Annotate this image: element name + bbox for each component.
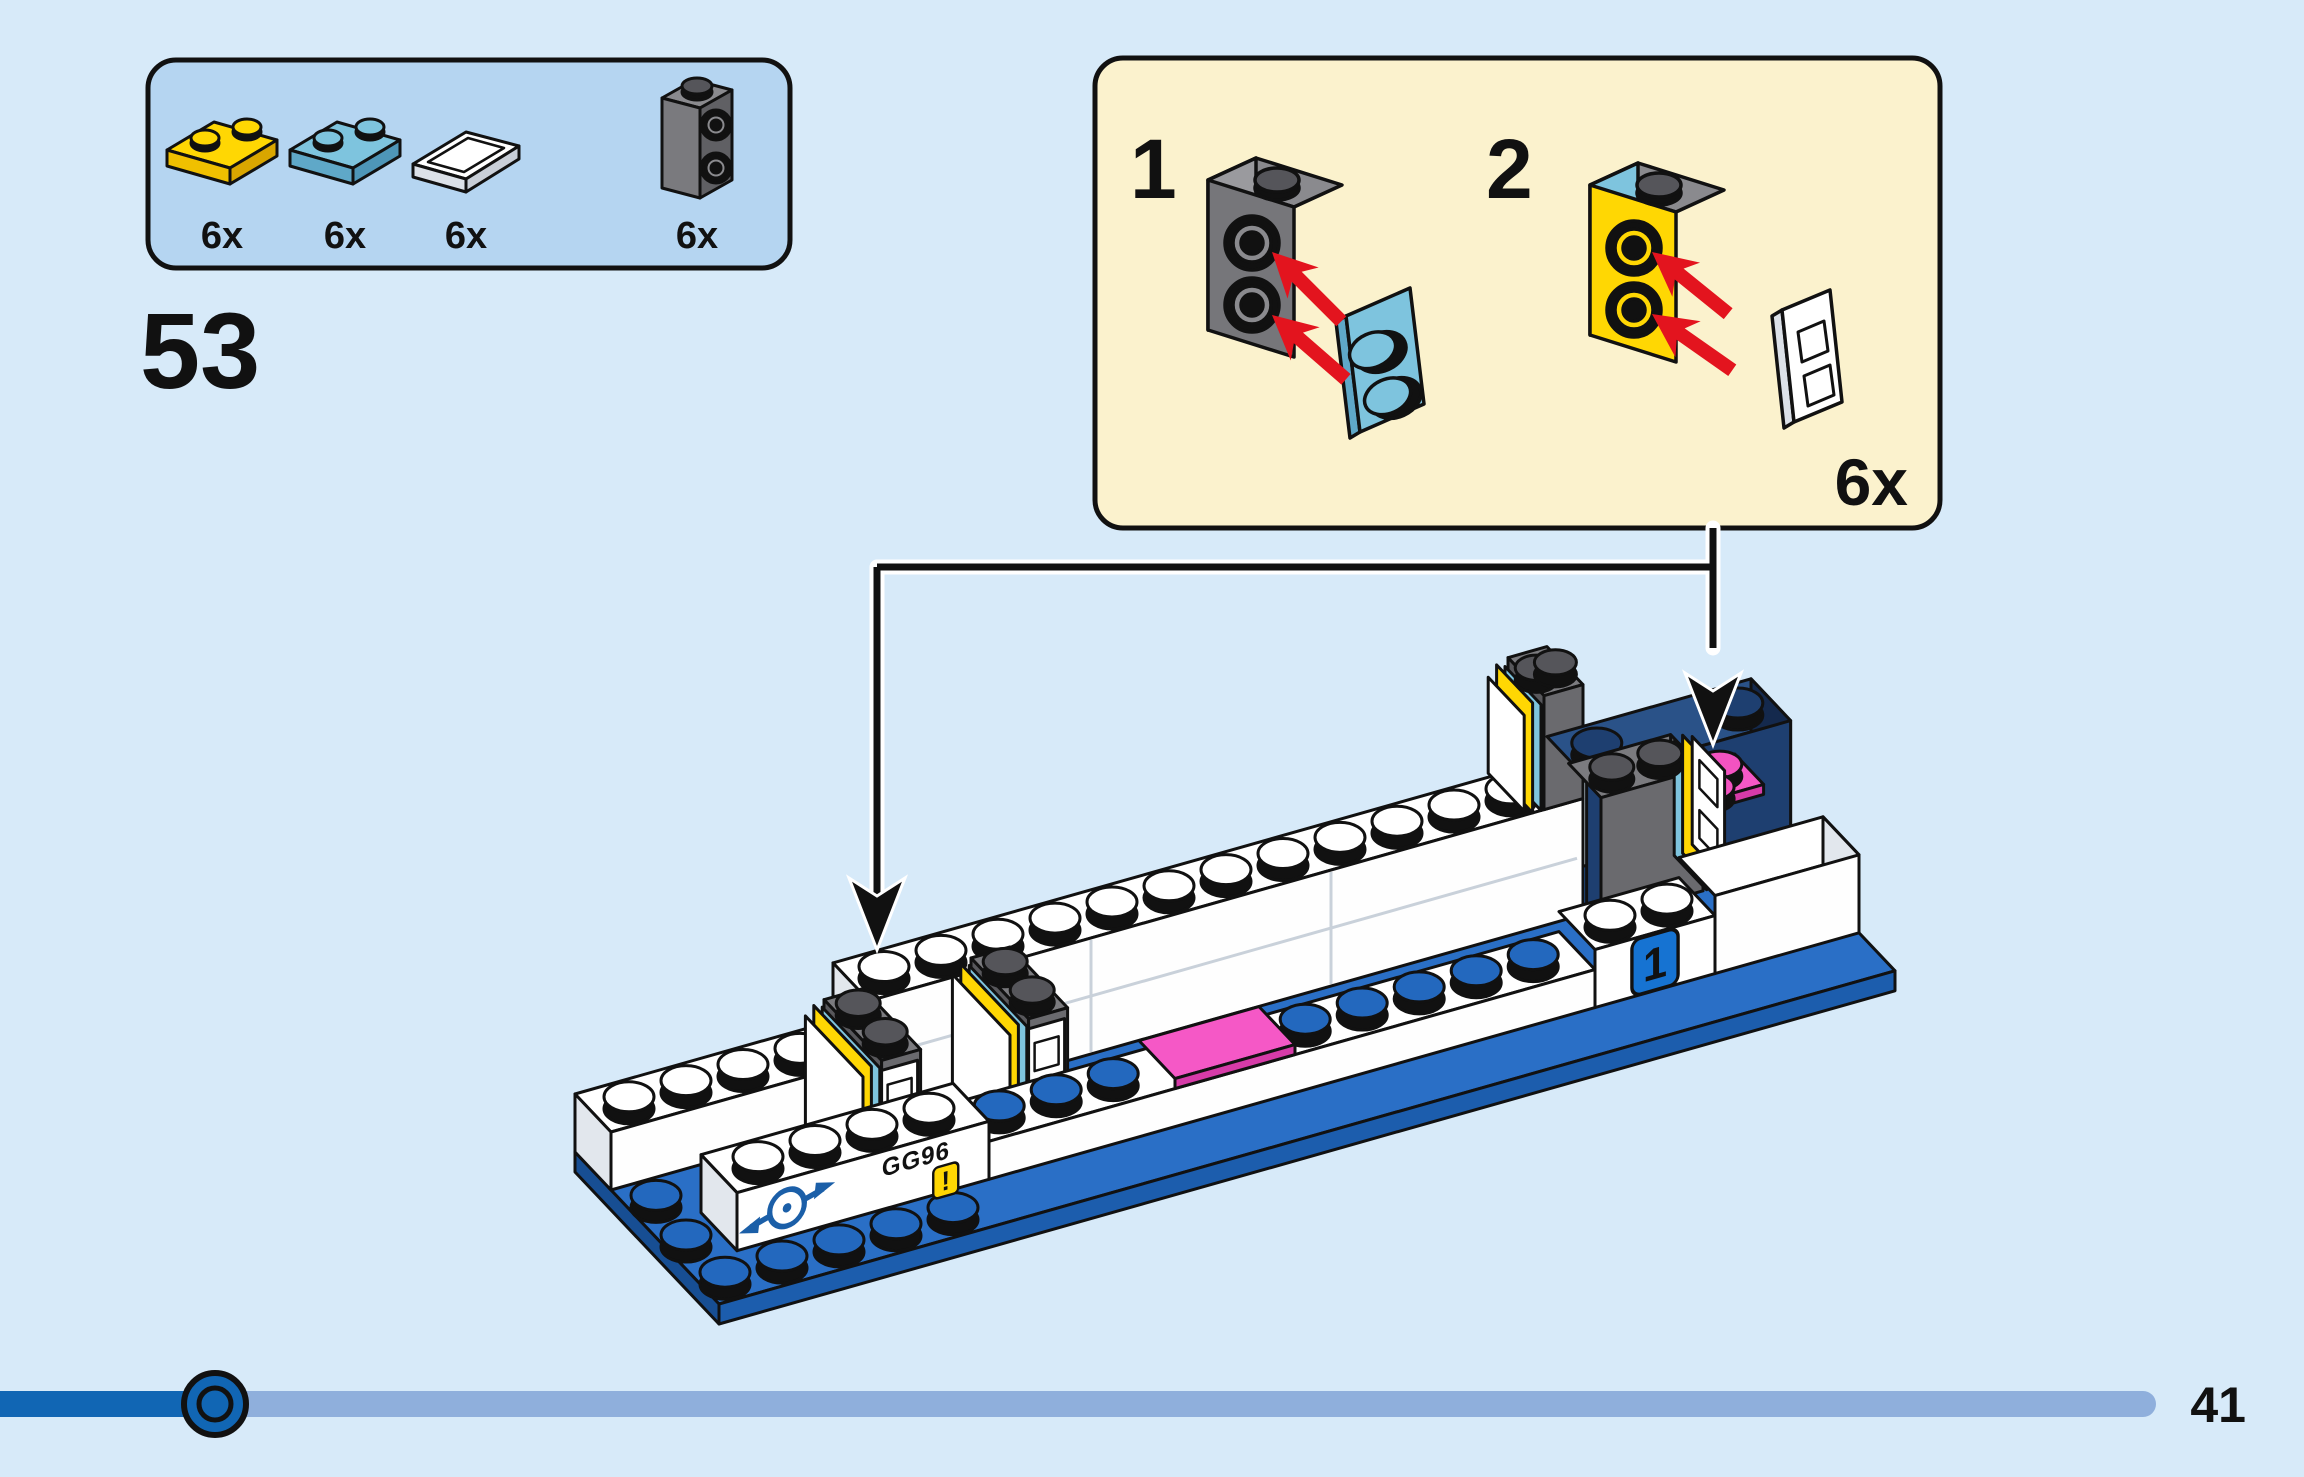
part-quantity: 6x <box>324 215 366 257</box>
progress-bar-filled <box>0 1391 215 1417</box>
substep-1-diagram <box>1206 156 1426 440</box>
part-yellow-plate-icon <box>165 117 279 186</box>
part-gray-side-stud-brick-icon <box>660 76 734 200</box>
part-quantity: 6x <box>445 215 487 257</box>
placement-arrow-left-icon <box>845 874 909 955</box>
substep-2-label: 2 <box>1486 122 1533 216</box>
magenta-mid-plate <box>1137 1005 1297 1091</box>
platform-number-text: 1 <box>1643 935 1667 993</box>
part-quantity: 6x <box>676 215 718 257</box>
page-number: 41 <box>2190 1377 2246 1433</box>
callout-connectors <box>845 520 1745 955</box>
part-white-tile-icon <box>411 130 521 194</box>
step-number: 53 <box>140 290 260 411</box>
progress-bar-track <box>215 1391 2156 1417</box>
substep-1-arrows <box>1272 252 1351 385</box>
part-quantity: 6x <box>201 215 243 257</box>
right-front-block <box>1677 815 1861 976</box>
sign-alert-text: ! <box>941 1165 950 1197</box>
part-azure-plate-icon <box>288 117 402 186</box>
substep-1-label: 1 <box>1130 122 1177 216</box>
platform-number-tile: 1 <box>1630 927 1680 997</box>
substep-2-diagram <box>1588 161 1844 430</box>
callout-quantity: 6x <box>1835 445 1909 519</box>
build-scene <box>573 645 1897 1326</box>
placement-arrow-right-icon <box>1681 669 1745 750</box>
progress-knob-stud-icon <box>181 1370 249 1438</box>
progress-bar <box>0 1370 2156 1438</box>
substep-2-arrows <box>1652 252 1737 376</box>
substep-callout-box: 1 2 6x <box>1092 55 1943 531</box>
parts-callout-panel: 6x 6x 6x 6x <box>145 57 793 271</box>
